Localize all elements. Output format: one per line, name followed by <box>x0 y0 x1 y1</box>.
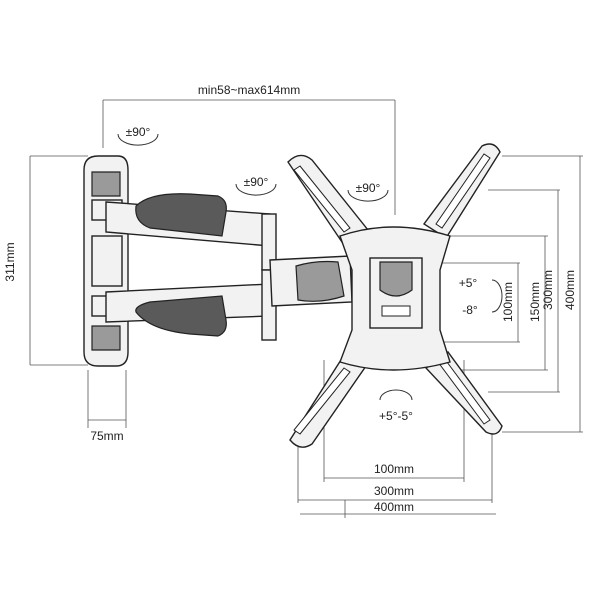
vesa-h2-label: 300mm <box>374 484 414 498</box>
head-swivel-label: ±90° <box>356 181 381 195</box>
depth-label: 75mm <box>90 429 123 443</box>
labels: min58~max614mm 311mm 75mm 100mm 150mm 30… <box>3 83 577 514</box>
head-arm <box>269 255 353 307</box>
vesa-v3-label: 300mm <box>541 270 555 310</box>
extension-label: min58~max614mm <box>198 83 300 97</box>
dimension-lines <box>29 99 583 518</box>
vesa-h3-label: 400mm <box>374 500 414 514</box>
vesa-v4-label: 400mm <box>563 270 577 310</box>
vesa-v1-label: 100mm <box>501 282 515 322</box>
tilt-down-label: -8° <box>462 303 478 317</box>
vesa-h1-label: 100mm <box>374 462 414 476</box>
lower-arm <box>105 269 277 341</box>
arm-swivel-label: ±90° <box>244 175 269 189</box>
vesa-bracket <box>287 143 503 448</box>
upper-arm <box>105 193 277 271</box>
wall-swivel-label: ±90° <box>126 125 151 139</box>
height-label: 311mm <box>3 242 17 281</box>
vesa-v2-label: 150mm <box>528 282 542 322</box>
wall-plate <box>83 155 129 367</box>
tilt-up-label: +5° <box>459 276 478 290</box>
level-label: +5°-5° <box>379 409 413 423</box>
rotation-arrows <box>117 133 503 401</box>
